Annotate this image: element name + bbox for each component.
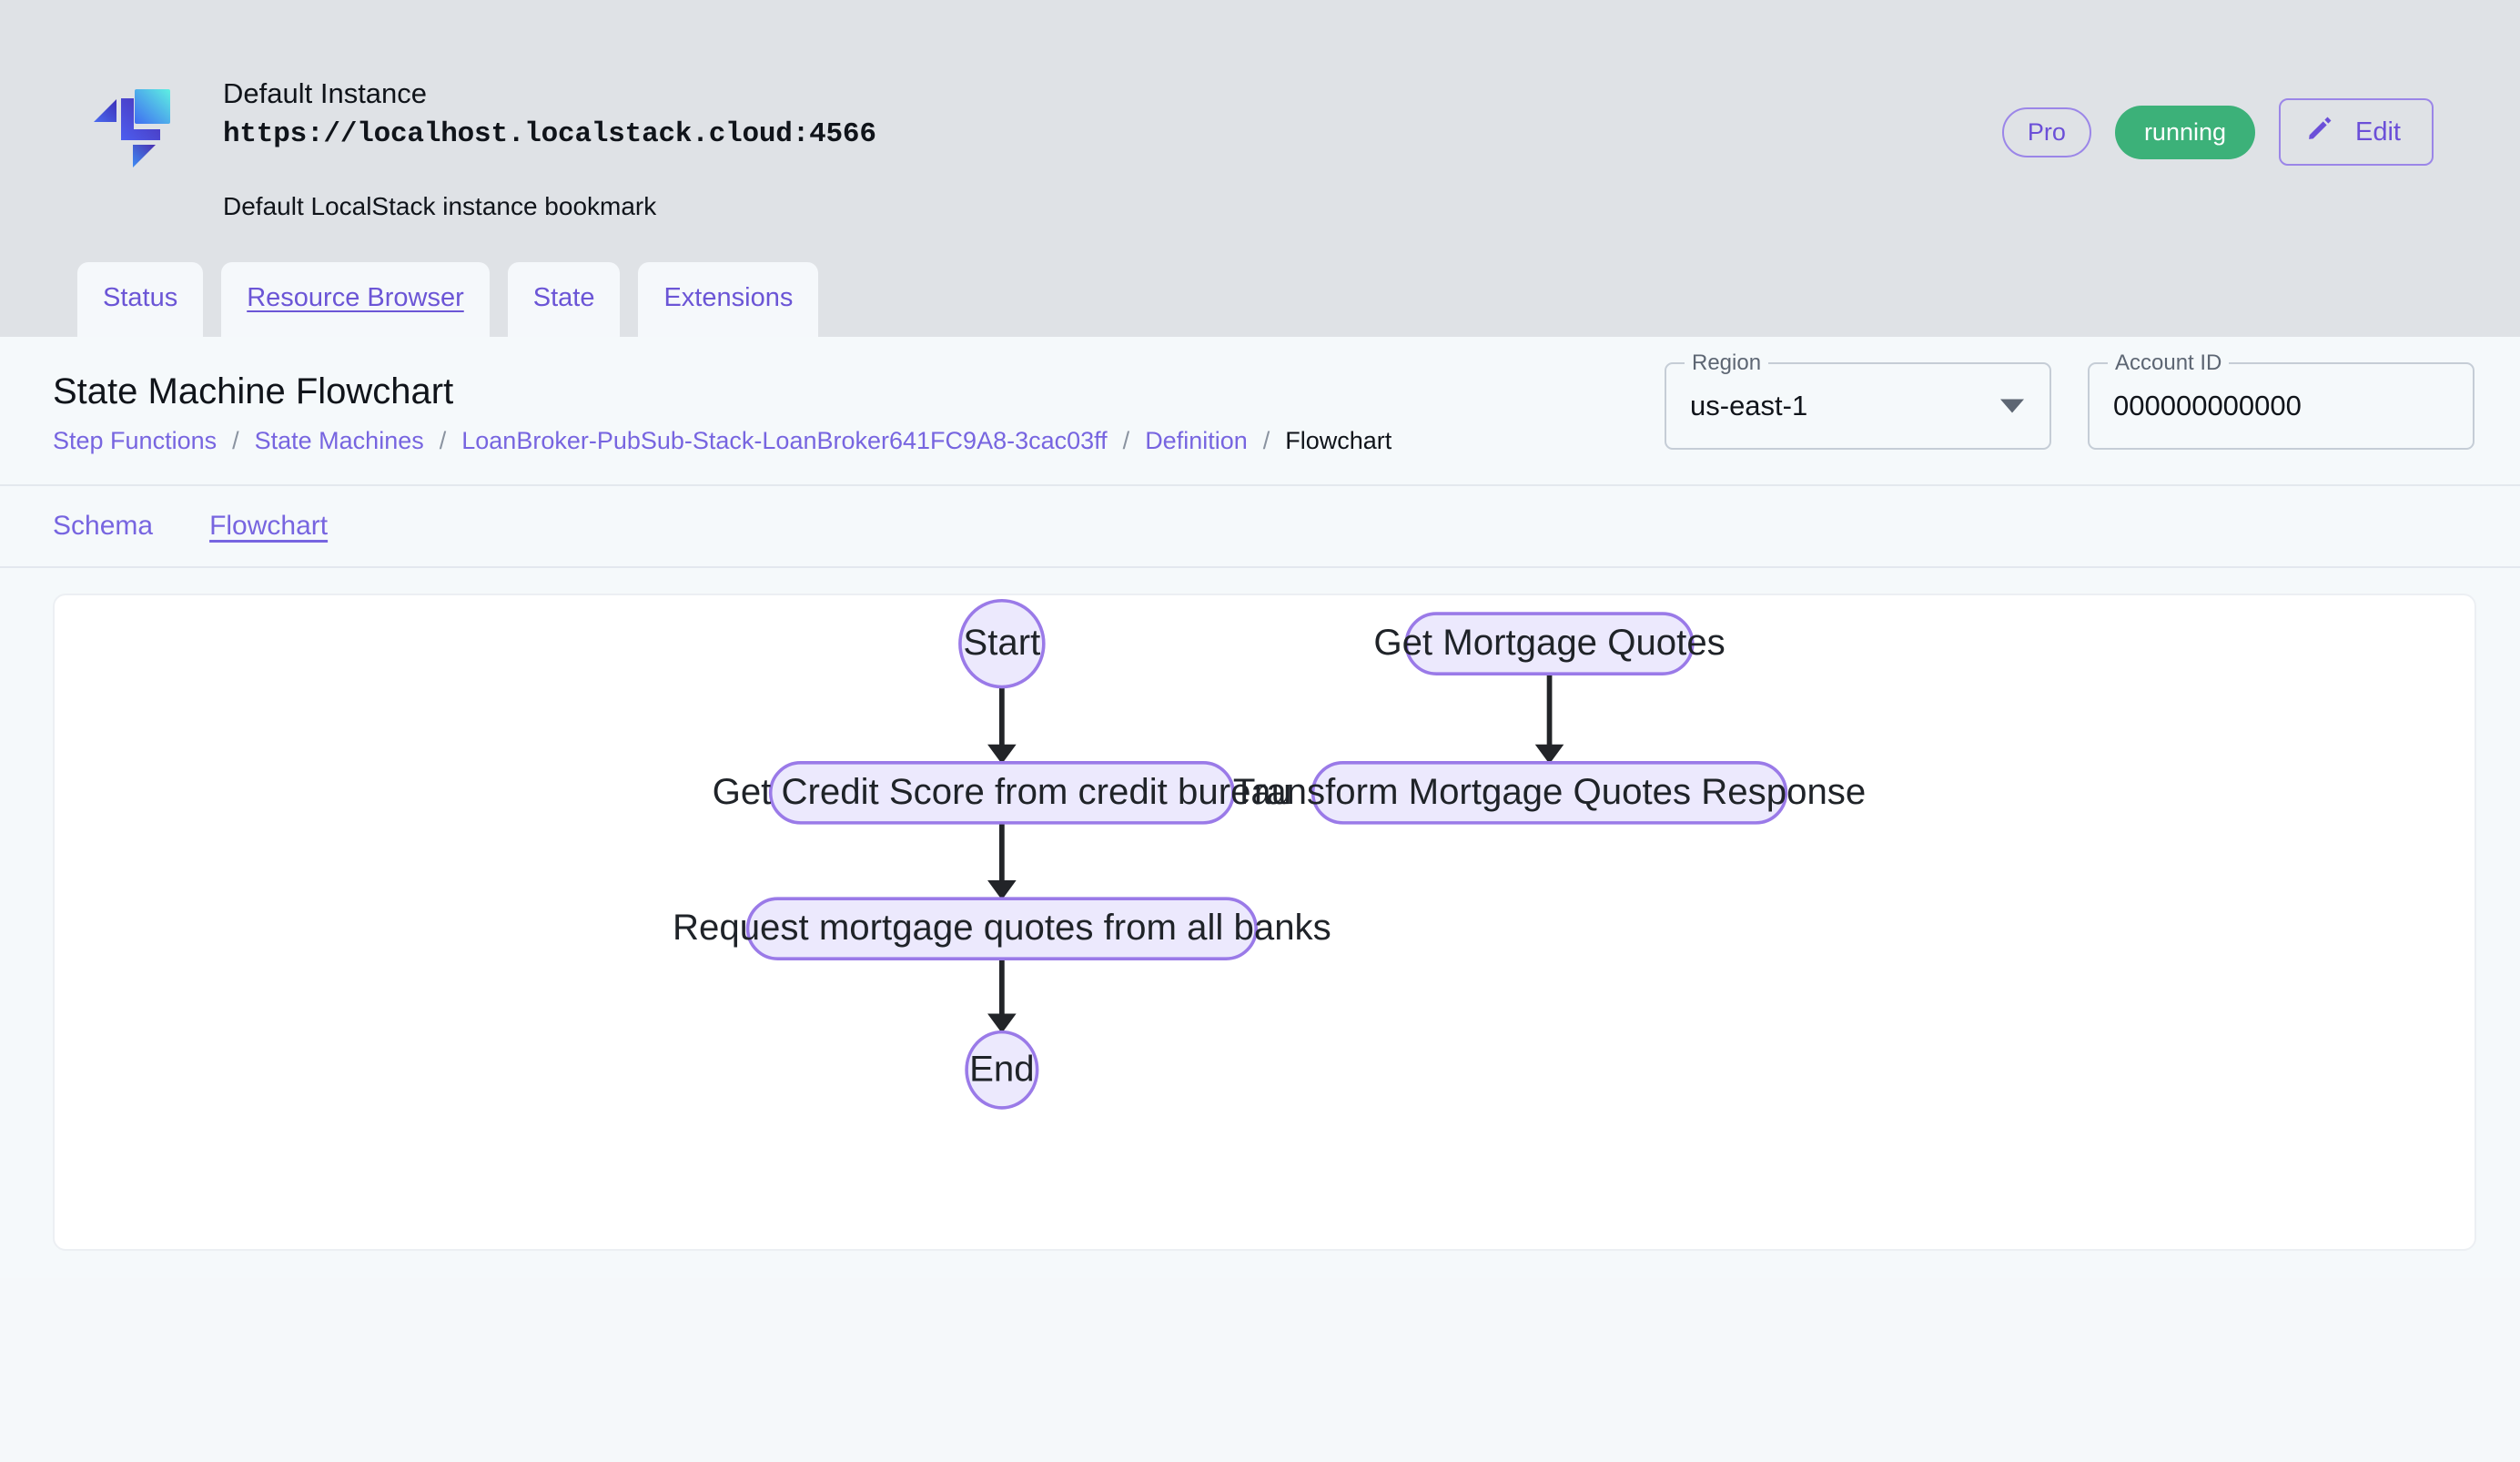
breadcrumb-item-state-machine-name[interactable]: LoanBroker-PubSub-Stack-LoanBroker641FC9… (461, 427, 1108, 454)
flow-edge-arrowhead (987, 744, 1017, 764)
sub-tab-strip: Schema Flowchart (0, 485, 2520, 568)
flow-edge-arrowhead (987, 879, 1017, 900)
page-title-bar: State Machine Flowchart Step Functions /… (0, 337, 2520, 486)
pro-badge: Pro (2001, 107, 2091, 157)
tab-status[interactable]: Status (77, 262, 204, 337)
localstack-logo-icon (86, 82, 177, 173)
breadcrumb-item-definition[interactable]: Definition (1145, 427, 1248, 454)
breadcrumb-item-step-functions[interactable]: Step Functions (53, 427, 218, 454)
flow-node-shape (768, 760, 1235, 825)
flow-edge-arrowhead (987, 1013, 1017, 1033)
instance-description: Default LocalStack instance bookmark (223, 191, 657, 220)
flow-node[interactable]: Get Credit Score from credit bureau (713, 760, 1292, 825)
flow-node[interactable]: Get Mortgage Quotes (1373, 612, 1726, 675)
tab-state-label: State (532, 283, 595, 313)
account-id-field-value: 000000000000 (2113, 390, 2302, 422)
sub-tab-schema[interactable]: Schema (53, 510, 154, 541)
flow-node-shape (965, 1030, 1039, 1110)
flow-node-shape (745, 897, 1258, 960)
tab-resource-browser[interactable]: Resource Browser (221, 262, 490, 337)
app-header: Default Instance https://localhost.local… (0, 0, 2520, 337)
selectors: Region us-east-1 Account ID 000000000000 (1665, 350, 2474, 450)
breadcrumb-separator: / (439, 427, 447, 454)
account-id-field[interactable]: Account ID 000000000000 (2088, 350, 2474, 450)
flow-edge-arrowhead (1534, 744, 1564, 764)
flow-node[interactable]: Transform Mortgage Quotes Response (1233, 760, 1866, 825)
flow-node-label: Get Credit Score from credit bureau (713, 771, 1292, 812)
account-id-field-legend: Account ID (2108, 350, 2230, 377)
breadcrumb: Step Functions / State Machines / LoanBr… (53, 426, 2520, 457)
pencil-icon (2304, 113, 2335, 151)
flow-node-shape (1311, 760, 1788, 825)
flow-node-label: Get Mortgage Quotes (1373, 622, 1725, 663)
flow-node[interactable]: Start (958, 598, 1046, 689)
tab-resource-browser-label: Resource Browser (247, 283, 464, 313)
instance-meta: Default Instance https://localhost.local… (223, 73, 876, 221)
breadcrumb-item-flowchart: Flowchart (1285, 427, 1392, 454)
instance-name: Default Instance (223, 77, 428, 109)
tab-extensions[interactable]: Extensions (638, 262, 819, 337)
page-title: State Machine Flowchart (53, 371, 454, 411)
flow-node-label: End (969, 1048, 1035, 1089)
breadcrumb-separator: / (1122, 427, 1130, 454)
region-select-value: us-east-1 (1690, 390, 1808, 422)
flow-node-label: Transform Mortgage Quotes Response (1233, 771, 1866, 812)
header-actions: Pro running Edit (2001, 98, 2434, 167)
flow-node[interactable]: Request mortgage quotes from all banks (673, 897, 1331, 960)
region-select[interactable]: Region us-east-1 (1665, 350, 2051, 450)
flow-node-shape (958, 598, 1046, 689)
flow-node-label: Start (963, 622, 1040, 663)
flow-node-shape (1404, 612, 1695, 675)
region-select-legend: Region (1685, 350, 1769, 377)
breadcrumb-separator: / (1262, 427, 1270, 454)
flow-node[interactable]: End (965, 1030, 1039, 1110)
edit-button-label: Edit (2355, 117, 2401, 147)
tab-state[interactable]: State (507, 262, 621, 337)
sub-tab-flowchart[interactable]: Flowchart (209, 510, 329, 541)
flow-node-label: Request mortgage quotes from all banks (673, 907, 1331, 948)
breadcrumb-item-state-machines[interactable]: State Machines (254, 427, 424, 454)
tab-extensions-label: Extensions (663, 283, 794, 313)
breadcrumb-separator: / (232, 427, 239, 454)
edit-button[interactable]: Edit (2279, 98, 2434, 167)
tab-status-label: Status (103, 283, 178, 313)
status-badge: running (2114, 105, 2256, 159)
chevron-down-icon[interactable] (2000, 399, 2024, 413)
primary-tab-strip: Status Resource Browser State Extensions (0, 246, 2520, 337)
header-inner: Default Instance https://localhost.local… (0, 0, 2520, 221)
instance-url: https://localhost.localstack.cloud:4566 (223, 117, 876, 150)
